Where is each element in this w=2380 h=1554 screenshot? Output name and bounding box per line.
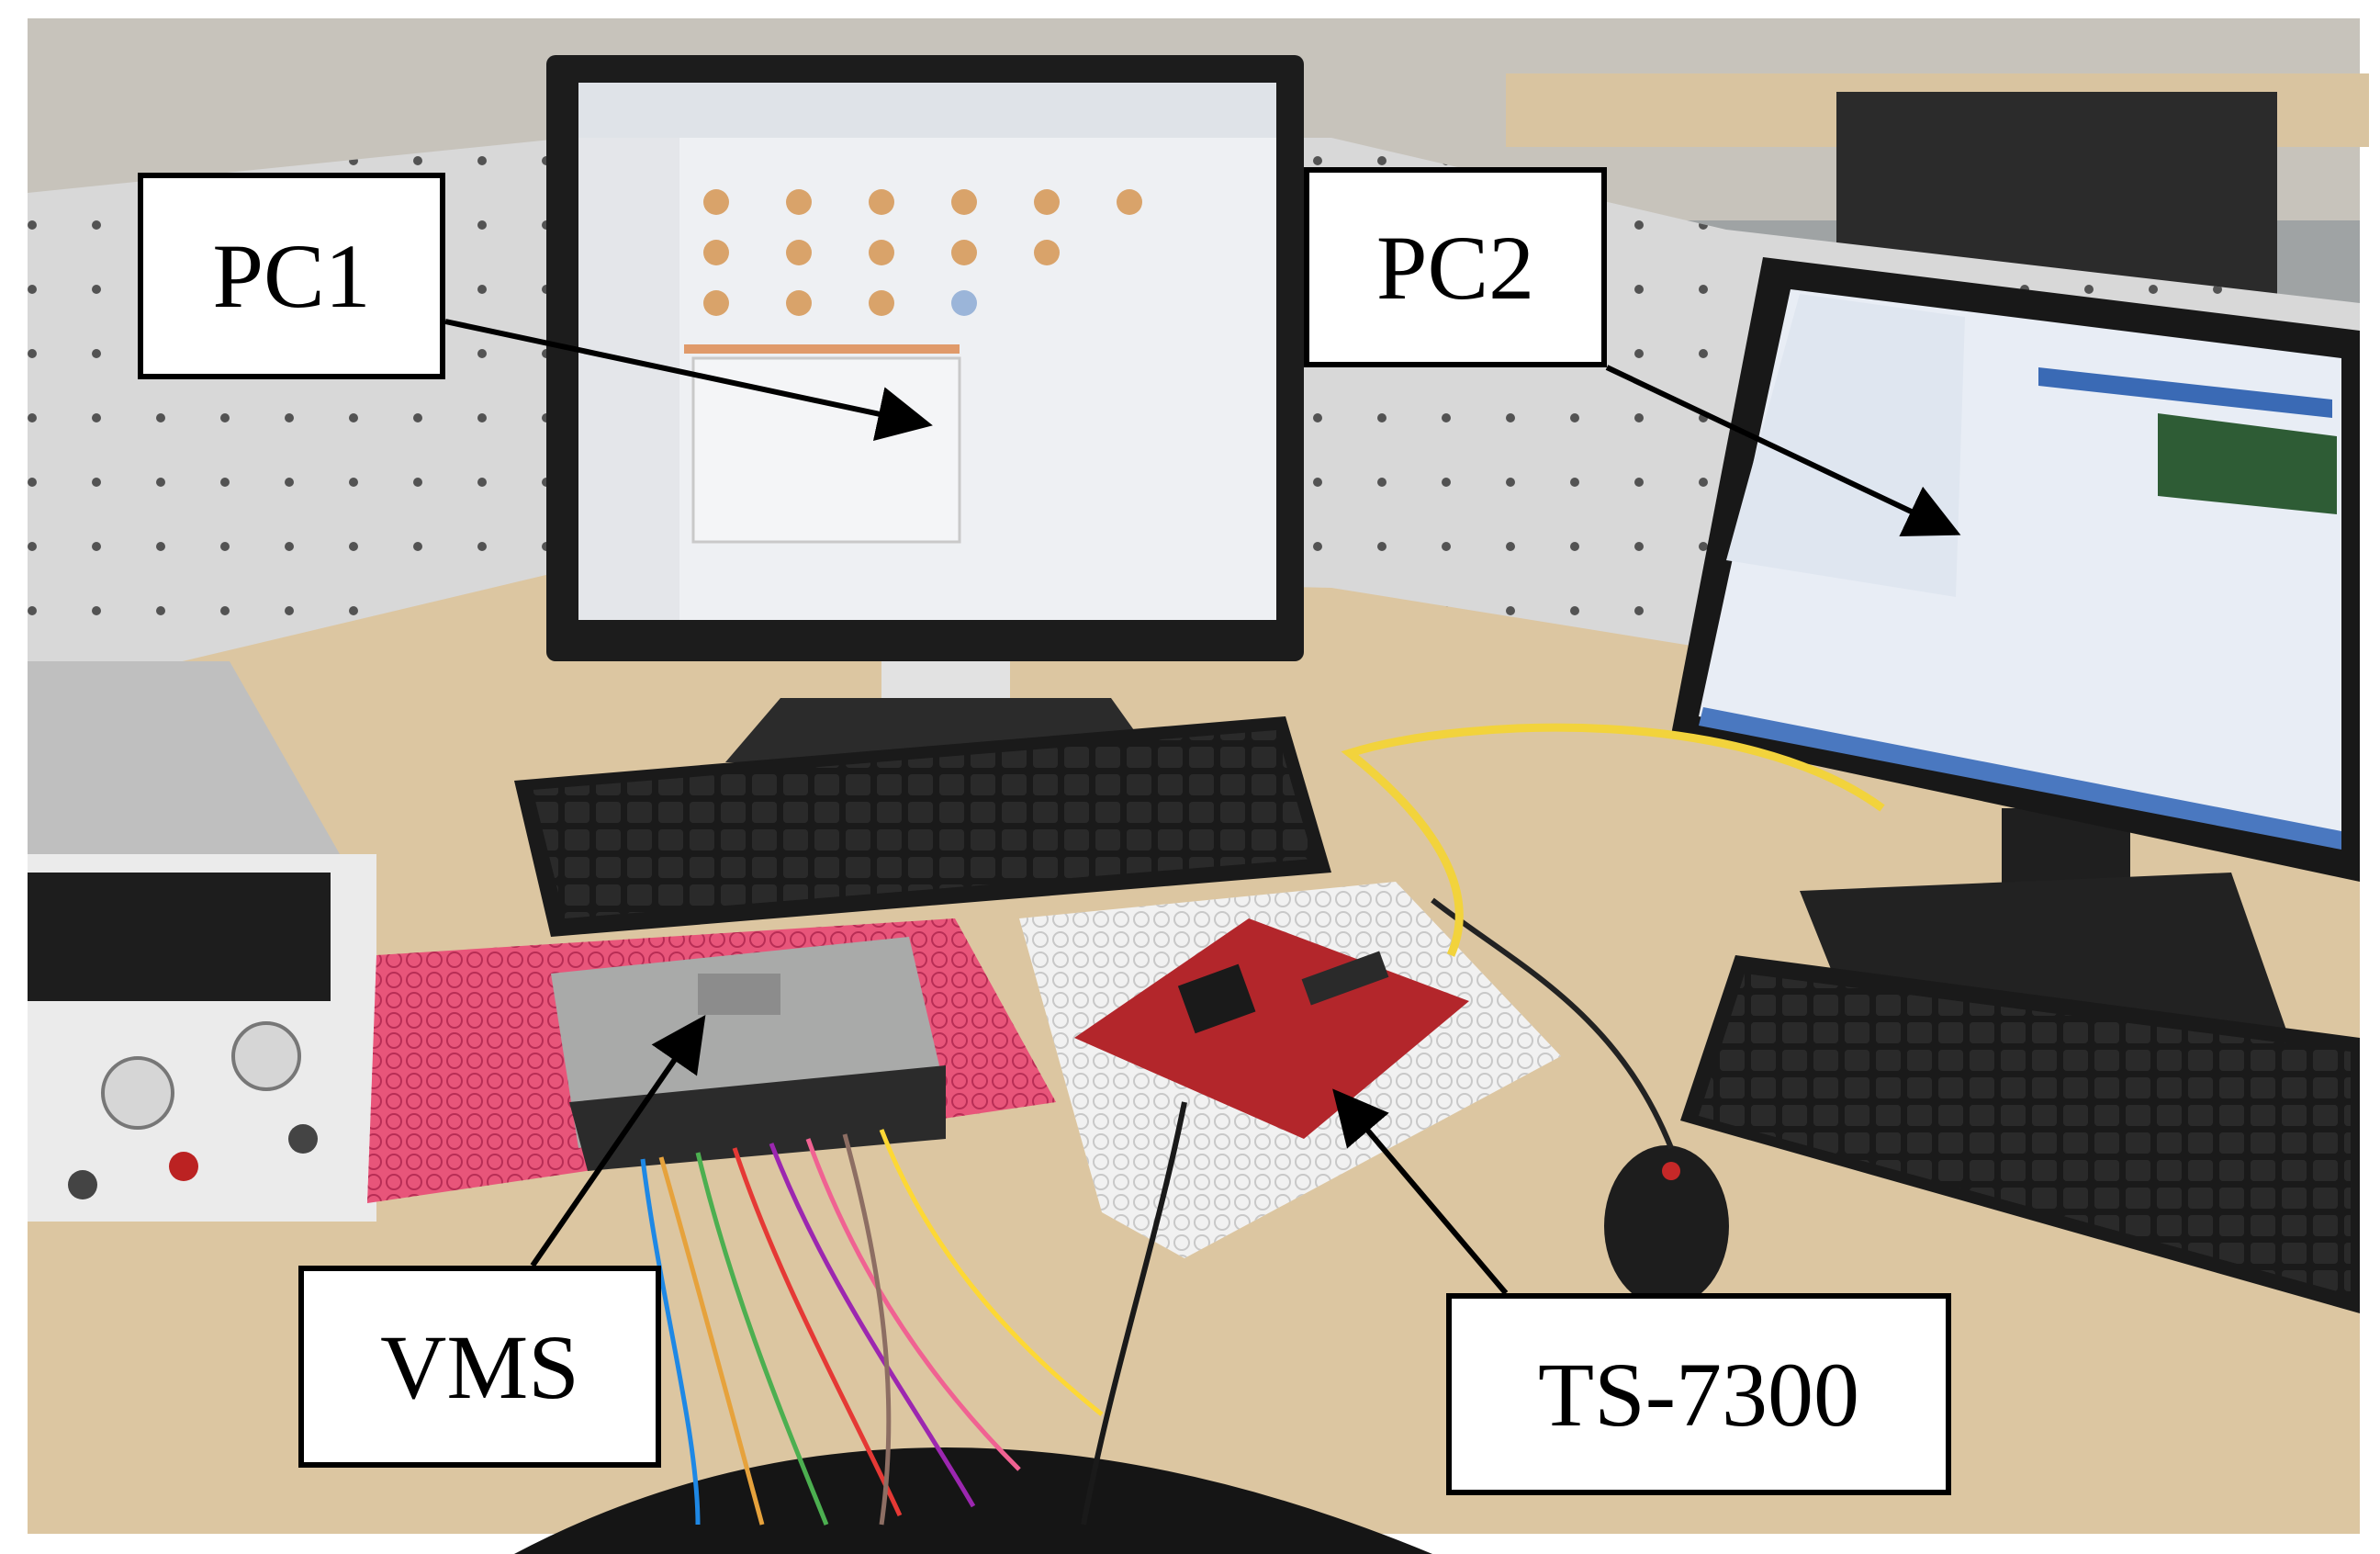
power-supply-knob: [101, 1056, 174, 1130]
wire: [640, 1158, 701, 1526]
wire: [769, 1143, 976, 1508]
screen-app-icon: [1117, 189, 1142, 215]
screen-app-icon: [1034, 240, 1060, 265]
power-supply-terminal: [68, 1170, 97, 1199]
pc2-arrow: [1605, 365, 1961, 536]
pc2-callout-label: PC2: [1304, 167, 1607, 367]
screen-app-icon: [786, 240, 812, 265]
pc2-screen-taskbar: [1699, 707, 2341, 850]
screen-app-icon: [869, 189, 894, 215]
pc1-screen-icons: [703, 189, 1142, 316]
pc1-keyboard-keys: [533, 730, 1313, 918]
pc2-keyboard-keys: [1699, 974, 2351, 1295]
pc1-arrow: [444, 319, 933, 442]
pc1-screen-sidebar: [578, 138, 679, 620]
screen-app-icon: [703, 240, 729, 265]
mouse-cable: [1431, 897, 1674, 1150]
vms-connector: [569, 1065, 946, 1171]
wire: [695, 1152, 829, 1526]
vms-wire-harness: [640, 1129, 1104, 1526]
mouse-scroll-wheel: [1662, 1162, 1680, 1180]
ts7300-arrow: [1332, 1088, 1509, 1295]
power-supply-top: [28, 661, 340, 900]
wire: [879, 1129, 1104, 1416]
power-supply-display: [28, 873, 331, 1001]
pc1-screen-panel: [691, 356, 961, 544]
wire: [805, 1138, 1021, 1471]
power-supply-knob: [231, 1021, 301, 1091]
wire: [658, 1156, 765, 1526]
wire: [842, 1133, 892, 1526]
pc1-screen-toolbar: [578, 83, 1276, 138]
vms-unit-label: [698, 974, 780, 1015]
black-cable: [1081, 1101, 1187, 1526]
power-supply-terminal: [288, 1124, 318, 1154]
vms-arrow: [530, 1015, 706, 1267]
screen-app-icon: [703, 290, 729, 316]
screen-app-icon: [869, 290, 894, 316]
screen-app-icon: [951, 240, 977, 265]
pc1-screen-progress: [684, 344, 960, 354]
screen-app-icon: [1034, 189, 1060, 215]
ts7300-callout-label: TS-7300: [1446, 1293, 1951, 1495]
ts7300-chip: [1177, 963, 1256, 1034]
wire: [732, 1147, 903, 1517]
pc2-screen-board-photo: [2158, 413, 2337, 514]
yellow-network-cable: [1341, 723, 1885, 957]
pc2-screen-titlebar: [2038, 367, 2332, 418]
screen-app-icon: [951, 290, 977, 316]
screen-app-icon: [786, 189, 812, 215]
pc1-callout-label: PC1: [138, 173, 445, 379]
power-supply-terminal: [169, 1152, 198, 1181]
vms-callout-label: VMS: [298, 1266, 661, 1468]
desk-dark-edge: [514, 1447, 1432, 1554]
screen-app-icon: [786, 290, 812, 316]
screen-app-icon: [869, 240, 894, 265]
screen-app-icon: [951, 189, 977, 215]
mouse: [1604, 1145, 1729, 1307]
ts7300-connector: [1301, 951, 1389, 1006]
screen-app-icon: [703, 189, 729, 215]
